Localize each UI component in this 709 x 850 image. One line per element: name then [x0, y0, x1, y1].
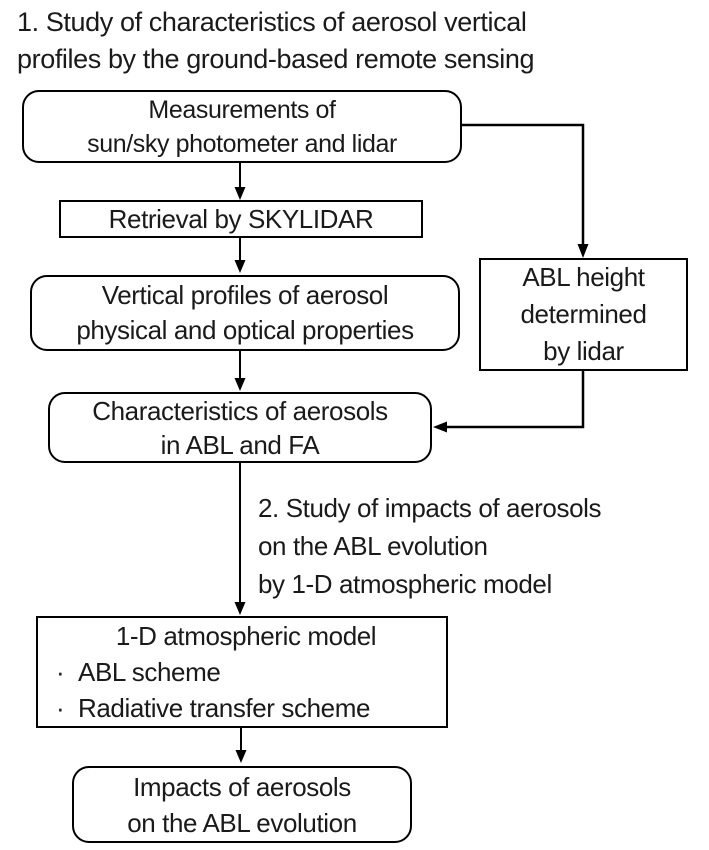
model-box: 1-D atmospheric model · ABL scheme · Rad…	[36, 616, 448, 728]
bullet-dot-icon: ·	[56, 657, 65, 687]
arrow-characteristics-to-model	[234, 463, 246, 615]
connector-measurements-to-abl-height	[462, 123, 589, 258]
model-bullet-label: Radiative transfer scheme	[78, 693, 371, 723]
section2-heading: 2. Study of impacts of aerosols on the A…	[258, 493, 602, 599]
section1-heading: 1. Study of characteristics of aerosol v…	[17, 7, 535, 74]
model-box-title: 1-D atmospheric model	[115, 621, 377, 651]
arrow-model-to-impacts	[235, 728, 247, 763]
measurements-box: Measurements of sun/sky photometer and l…	[22, 90, 462, 163]
arrow-measurements-to-retrieval	[234, 163, 246, 200]
bullet-dot-icon: ·	[56, 693, 65, 723]
characteristics-box: Characteristics of aerosols in ABL and F…	[48, 392, 432, 463]
arrow-profiles-to-characteristics	[234, 351, 246, 391]
model-bullet-label: ABL scheme	[78, 657, 221, 687]
model-bullet-abl-scheme: · ABL scheme	[56, 654, 436, 690]
arrow-retrieval-to-profiles	[234, 238, 246, 273]
vertical-profiles-box: Vertical profiles of aerosol physical an…	[30, 275, 460, 351]
impacts-box: Impacts of aerosols on the ABL evolution	[72, 766, 412, 843]
retrieval-box: Retrieval by SKYLIDAR	[59, 200, 423, 238]
model-bullet-radiative-scheme: · Radiative transfer scheme	[56, 690, 436, 726]
connector-abl-height-to-characteristics	[433, 371, 585, 433]
abl-height-box: ABL height determined by lidar	[479, 258, 688, 371]
